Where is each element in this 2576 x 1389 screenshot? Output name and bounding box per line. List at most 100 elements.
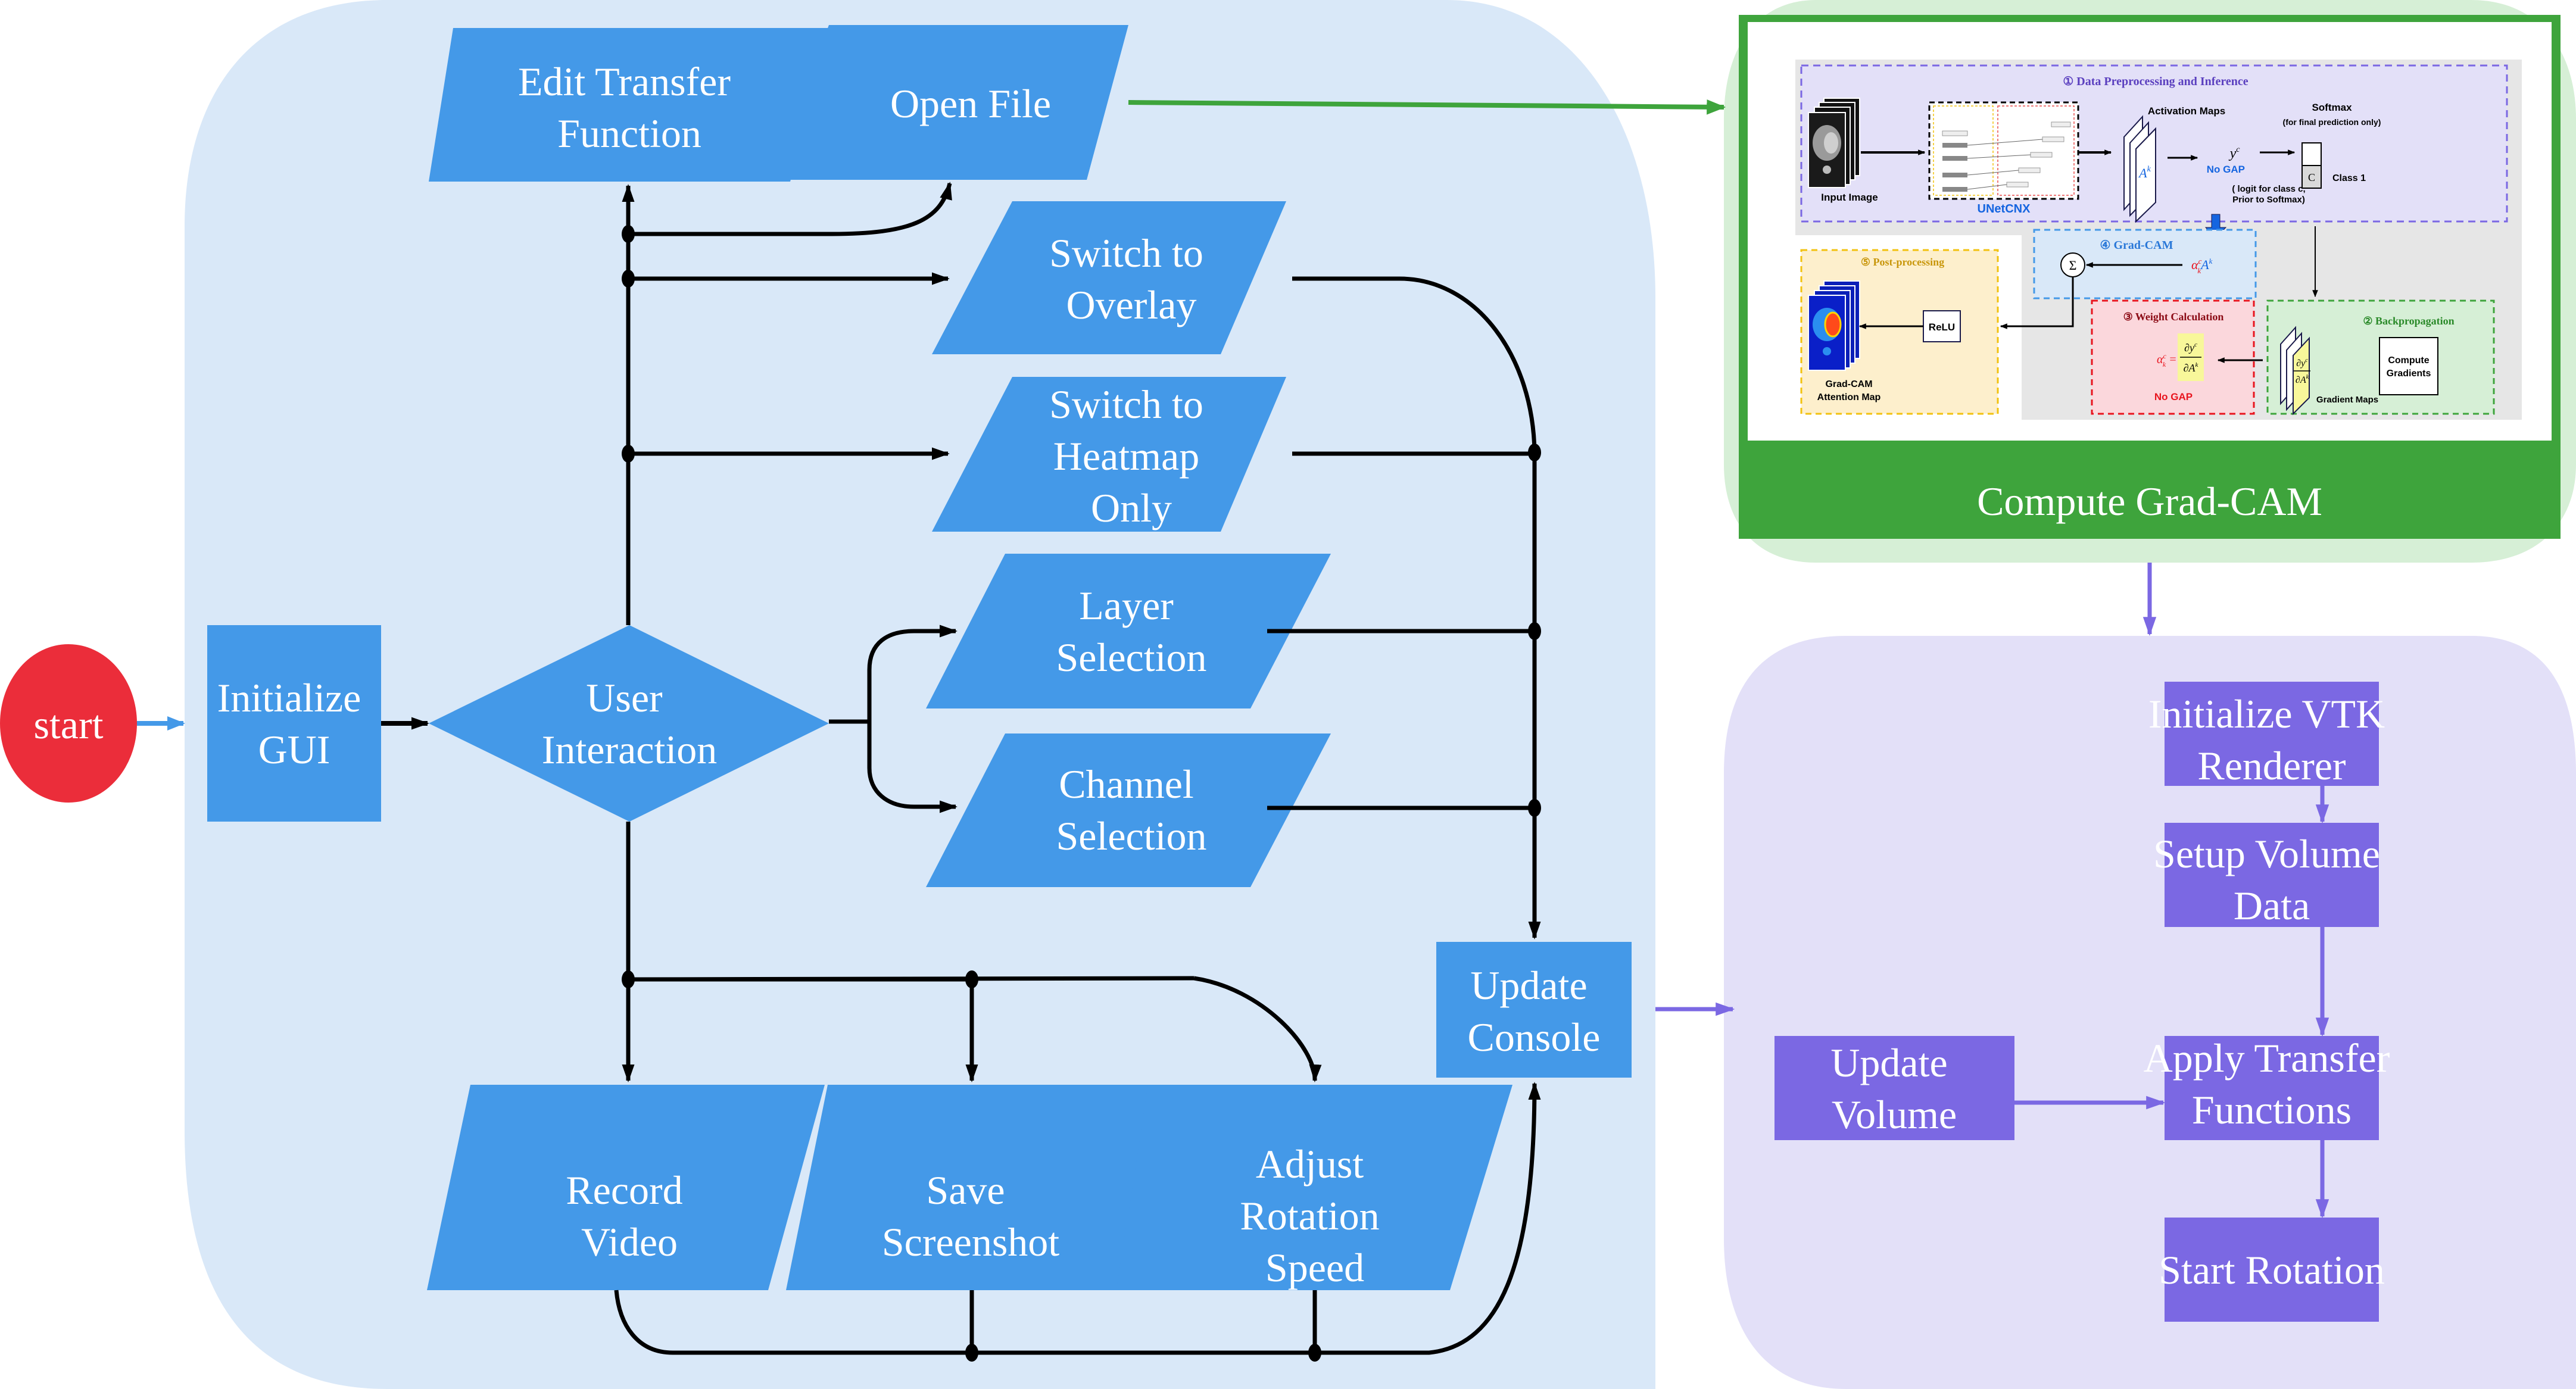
weight-formula-denominator: ∂Ak [2184,361,2199,374]
logit-note-1: ( logit for class c, [2232,184,2305,194]
weight-formula-numerator: ∂yc [2184,341,2197,354]
record-video-line2: Video [581,1219,678,1265]
no-gap-label-1: No GAP [2207,164,2245,175]
svg-text:Update Volume: Update Volume [1830,1040,1957,1137]
apply-transfer-line2: Functions [2192,1087,2352,1132]
switch-to-overlay-node[interactable]: Switch to Overlay [932,201,1286,354]
gradient-maps-label: Gradient Maps [2316,395,2378,405]
setup-volume-line1: Setup Volume [2153,831,2380,876]
svg-text:Initialize VTK Renderer: Initialize VTK Renderer [2148,691,2395,788]
svg-text:Switch to Heatmap: Switch to Heatmap Only [1049,382,1214,530]
user-interface-panel [185,0,1655,1389]
svg-text:Channel Selection: Channel Selection [1056,761,1206,859]
initialize-gui-node[interactable]: Initialize GUI [207,625,381,822]
logit-symbol: yc [2229,145,2241,161]
logit-note-2: Prior to Softmax) [2232,195,2305,205]
save-screenshot-node[interactable]: Save Screenshot [786,1085,1181,1290]
svg-text:Update Console: Update Console [1468,963,1601,1060]
stage3-title: ③ Weight Calculation [2123,311,2224,323]
initialize-gui-line1: Initialize [217,675,361,720]
attention-map-label-2: Attention Map [1817,392,1881,402]
initialize-gui-line2: GUI [258,727,330,772]
svg-text:Apply Transfer Functions: Apply Transfer Functions [2144,1035,2400,1132]
start-rotation-node[interactable]: Start Rotation [2159,1218,2385,1322]
setup-volume-node[interactable]: Setup Volume Data [2153,823,2390,928]
user-interaction-decision[interactable]: User Interaction [429,625,829,822]
vtk-connectors [2014,786,2329,1219]
channel-selection-node[interactable]: Channel Selection [926,733,1331,887]
activation-symbol: Ak [2138,165,2151,180]
softmax-class-box [2301,142,2322,166]
softmax-label: Softmax [2312,102,2352,113]
switch-to-heatmap-node[interactable]: Switch to Heatmap Only [932,377,1286,532]
compute-gradients-line2: Gradients [2387,369,2431,379]
start-node[interactable]: start [0,644,137,803]
layer-selection-line1: Layer [1079,583,1174,628]
open-file-node[interactable]: Open File [771,25,1128,180]
switch-heatmap-line2: Heatmap [1053,433,1199,479]
apply-transfer-line1: Apply Transfer [2144,1035,2390,1081]
gradient-numerator: ∂yc [2296,357,2308,369]
update-volume-line1: Update [1830,1040,1947,1085]
adjust-rotation-line2: Rotation [1240,1193,1379,1238]
start-rotation-label: Start Rotation [2159,1247,2385,1293]
edit-transfer-line2: Function [557,111,701,156]
stage2-title: ② Backpropagation [2363,315,2454,327]
svg-text:User Interaction: User Interaction [542,675,718,772]
layer-selection-line2: Selection [1056,635,1206,680]
layer-selection-shape[interactable]: Layer Selection [926,554,1331,708]
stage4-title: ④ Grad-CAM [2100,239,2173,252]
svg-text:Switch to Overlay: Switch to Overlay [1049,230,1214,327]
gradient-maps-stack-icon [2280,326,2310,416]
initialize-vtk-node[interactable]: Initialize VTK Renderer [2148,682,2395,788]
svg-text:Adjust Rotation Sp: Adjust Rotation Speed [1240,1141,1389,1290]
switch-heatmap-line1: Switch to [1049,382,1203,427]
update-console-node[interactable]: Update Console [1436,942,1632,1078]
svg-text:Edit Transfer Function: Edit Transfer Function [518,59,741,156]
svg-text:Save Screenshot: Save Screenshot [882,1168,1059,1265]
user-interaction-line2: Interaction [542,727,718,772]
stage1-title: ① Data Preprocessing and Inference [2063,75,2248,88]
apply-transfer-node[interactable]: Apply Transfer Functions [2144,1035,2400,1140]
edit-transfer-line1: Edit Transfer [518,59,731,104]
svg-text:Initialize GUI: Initialize GUI [217,675,372,772]
edit-transfer-function-node[interactable]: Edit Transfer Function [429,28,831,182]
connectors [614,182,1541,1355]
update-volume-line2: Volume [1832,1092,1957,1137]
user-interaction-line1: User [586,675,663,720]
initialize-vtk-line2: Renderer [2197,743,2346,788]
stage2-backpropagation: ② Backpropagation ∂yc ∂Ak Compute Gradie… [2266,299,2495,416]
open-file-label: Open File [890,81,1051,126]
open-file-to-gradcam-arrow [1128,99,1726,115]
attention-map-label-1: Grad-CAM [1825,379,1872,389]
junction-dots [622,225,1541,1362]
update-console-line1: Update [1470,963,1587,1008]
relu-box [1923,310,1961,342]
update-volume-node[interactable]: Update Volume [1774,1036,2014,1140]
softmax-note: (for final prediction only) [2283,117,2381,127]
update-console-line2: Console [1468,1015,1601,1060]
no-gap-label-2: No GAP [2154,391,2193,402]
record-video-node[interactable]: Record Video [427,1085,825,1290]
svg-text:Layer Selection: Layer Selection [1056,583,1206,680]
stage5-post-processing: ⑤ Post-processing Grad-CAM Attention Map… [1800,249,1999,415]
adjust-rotation-line1: Adjust [1256,1141,1364,1187]
save-screenshot-line1: Save [926,1168,1005,1213]
channel-selection-line1: Channel [1059,761,1194,807]
attention-map-stack-icon [1808,280,1860,371]
save-screenshot-line2: Screenshot [882,1219,1059,1265]
activation-maps-stack-icon [2123,115,2156,223]
input-image-label: Input Image [1821,192,1878,203]
switch-overlay-line1: Switch to [1049,230,1203,276]
adjust-rotation-node[interactable]: Adjust Rotation Speed [1117,1085,1512,1290]
switch-heatmap-line3: Only [1091,485,1172,530]
compute-gradients-line1: Compute [2388,355,2429,366]
activation-maps-label: Activation Maps [2148,105,2225,117]
vtk-render-panel [1724,636,2576,1389]
gradcam-title: Compute Grad-CAM [1977,479,2322,524]
unetcnx-label: UNetCNX [1978,202,2031,216]
